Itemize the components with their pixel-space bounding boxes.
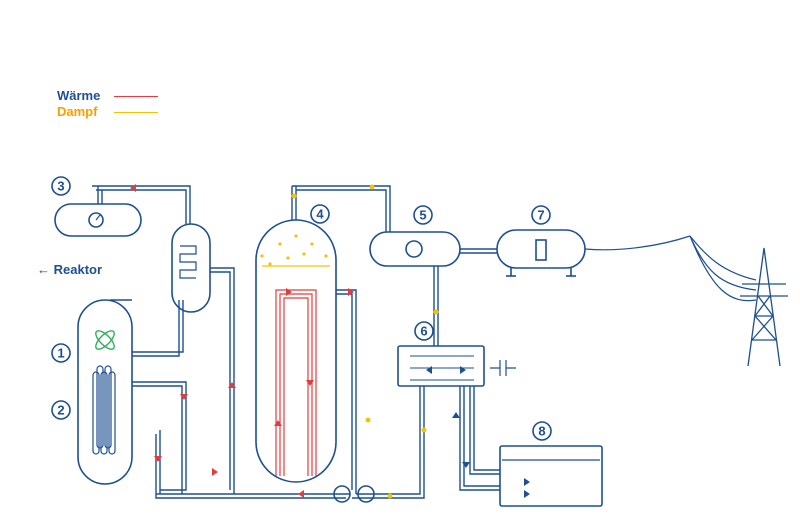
turbine xyxy=(369,231,461,267)
legend-heat-line xyxy=(114,96,158,97)
legend-steam-line xyxy=(114,112,158,113)
pump-icon xyxy=(333,485,351,503)
number-6: 6 xyxy=(420,324,427,339)
number-4: 4 xyxy=(316,207,324,222)
steam-generator xyxy=(255,219,337,483)
component-number-badges: 3 1 2 4 5 7 6 8 xyxy=(51,176,552,441)
steam-flow-markers xyxy=(260,184,439,499)
reaktor-text: Reaktor xyxy=(53,262,103,277)
pump-icon xyxy=(357,485,375,503)
number-8: 8 xyxy=(538,424,545,439)
legend-steam-label: Dampf xyxy=(57,104,98,119)
legend-heat-label: Wärme xyxy=(57,88,101,103)
water-flow-arrows xyxy=(426,366,530,498)
battery-icon xyxy=(535,239,547,261)
number-1: 1 xyxy=(57,346,64,361)
turbine-wheel-icon xyxy=(405,240,423,258)
gauge-icon xyxy=(88,212,104,228)
heat-flow-arrows xyxy=(130,184,354,498)
capacitor-icon xyxy=(490,360,516,376)
cooling-basin xyxy=(499,445,603,507)
heat-loop xyxy=(275,289,317,476)
number-7: 7 xyxy=(537,208,544,223)
power-lines xyxy=(584,235,757,302)
heat-exchanger xyxy=(171,223,211,313)
exchanger-coil xyxy=(179,245,197,279)
transmission-tower-icon xyxy=(740,247,788,367)
number-5: 5 xyxy=(419,208,426,223)
pressurizer-tank xyxy=(54,203,142,237)
condenser xyxy=(397,345,485,387)
fuel-rods-icon xyxy=(92,365,116,455)
reactor-vessel xyxy=(77,299,133,485)
reaktor-label: ← Reaktor xyxy=(37,262,103,277)
number-3: 3 xyxy=(57,179,64,194)
generator xyxy=(496,229,586,269)
number-2: 2 xyxy=(57,403,64,418)
atom-icon xyxy=(95,330,115,350)
pipes xyxy=(92,185,500,499)
